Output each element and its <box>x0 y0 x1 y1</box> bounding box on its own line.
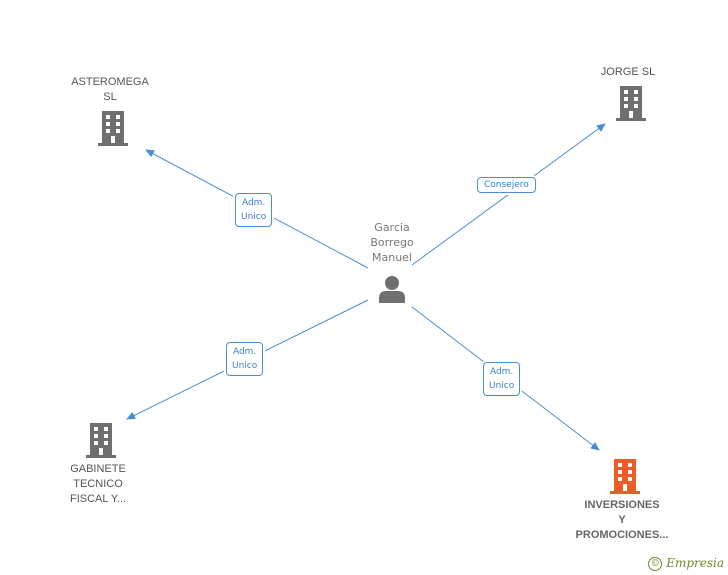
node-label-jorge[interactable]: JORGE SL <box>578 65 678 80</box>
edge-label-line: Adm. <box>232 347 257 357</box>
building-icon[interactable] <box>85 422 117 458</box>
person-name: Garcia Borrego Manuel <box>352 220 432 265</box>
node-label-line: SL <box>103 91 117 103</box>
edge-label-line: Unico <box>489 381 515 391</box>
person-name-line-2: Borrego <box>370 236 414 249</box>
node-label-line: PROMOCIONES... <box>575 529 669 541</box>
node-label-line: INVERSIONES <box>584 499 660 511</box>
node-label-line: GABINETE <box>70 463 126 475</box>
building-icon[interactable] <box>609 458 641 494</box>
edge-label-inversiones: Adm. Unico <box>483 362 521 396</box>
node-label-line: JORGE SL <box>600 66 656 78</box>
building-icon[interactable] <box>615 85 647 121</box>
node-label-inversiones[interactable]: INVERSIONES Y PROMOCIONES... <box>562 498 682 543</box>
person-name-line-1: Garcia <box>374 221 410 234</box>
person-name-line-3: Manuel <box>372 251 412 264</box>
node-label-line: Y <box>618 514 626 526</box>
edge-label-line: Adm. <box>489 367 514 377</box>
node-label-line: ASTEROMEGA <box>71 76 149 88</box>
node-label-line: TECNICO <box>73 478 123 490</box>
node-label-gabinete[interactable]: GABINETE TECNICO FISCAL Y... <box>48 462 148 507</box>
edge-label-jorge: Consejero <box>477 177 536 193</box>
person-icon[interactable] <box>377 274 407 304</box>
brand-name: Empresia <box>666 556 724 570</box>
edge-label-line: Unico <box>241 212 267 222</box>
brand-footer[interactable]: ©Empresia <box>648 556 724 571</box>
edge-jorge <box>411 123 606 266</box>
building-icon[interactable] <box>97 110 129 146</box>
copyright-icon: © <box>648 557 663 571</box>
node-label-line: FISCAL Y... <box>69 493 127 505</box>
node-label-asteromega[interactable]: ASTEROMEGA SL <box>60 75 160 105</box>
edge-label-line: Consejero <box>484 180 529 190</box>
edge-label-asteromega: Adm. Unico <box>235 193 273 227</box>
edge-label-line: Unico <box>232 361 258 371</box>
edge-label-gabinete: Adm. Unico <box>226 342 264 376</box>
edge-label-line: Adm. <box>241 198 266 208</box>
